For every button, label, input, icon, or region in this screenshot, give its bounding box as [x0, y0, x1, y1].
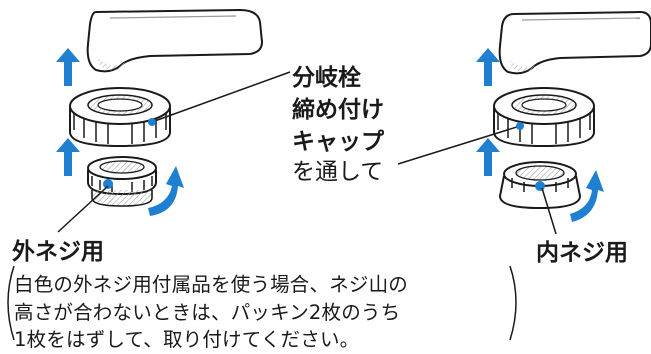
right-rotate-arrow-icon [570, 170, 604, 222]
right-up-arrow-bottom [476, 138, 500, 176]
right-inner-thread-adapter [498, 161, 582, 210]
right-cap-marker [516, 122, 524, 130]
right-up-arrow-top [476, 48, 500, 86]
left-cap-marker [148, 118, 156, 126]
left-outer-leader-line [57, 185, 109, 233]
note-line-2: 高さが合わないときは、パッキン2枚のうち [14, 301, 401, 324]
callout-line-2: 締め付け [292, 97, 384, 123]
right-inner-leader-line [541, 187, 557, 235]
left-outer-thread-adapter [87, 156, 157, 207]
callout-line-1: 分岐栓 [292, 65, 361, 91]
callout-line-3: キャップ [292, 129, 384, 155]
left-spout-shading [98, 58, 126, 71]
callout-leader-to-right-cap [397, 125, 521, 165]
callout-line-4: を通して [292, 159, 384, 185]
note-left-bracket [7, 265, 15, 341]
left-rotate-arrow-icon [148, 166, 184, 216]
left-up-arrow-top [56, 48, 80, 86]
right-tap-cap [493, 87, 595, 148]
left-up-arrow-bottom [56, 138, 80, 176]
note-line-3: 1枚をはずして、取り付けてください。 [14, 328, 360, 351]
note-line-1: 白色の外ネジ用付属品を使う場合、ネジ山の [14, 273, 409, 296]
right-spout-shading [510, 60, 538, 73]
note-right-bracket [509, 265, 517, 341]
left-tap-cap [69, 87, 171, 148]
left-faucet-spout [86, 8, 264, 73]
callout-leader-to-left-cap [151, 71, 291, 123]
right-faucet-spout [498, 10, 651, 75]
inner-thread-label: 内ネジ用 [536, 240, 628, 266]
outer-thread-label: 外ネジ用 [12, 239, 104, 265]
